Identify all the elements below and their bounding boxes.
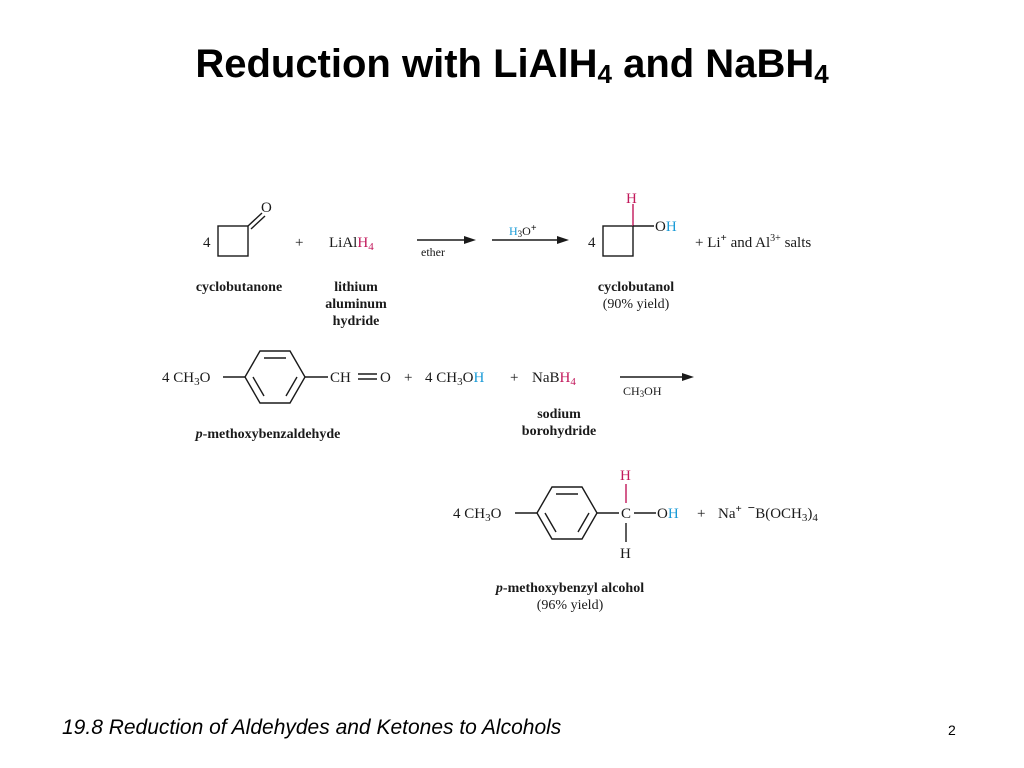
label-cyclobutanone: cyclobutanone <box>196 280 282 295</box>
ketone-oxygen: O <box>261 200 272 216</box>
reaction-2: 4 CH3O CH O + 4 CH3OH + NaBH4 <box>162 350 694 442</box>
methoxybenzyl-alcohol-structure: 4 CH3O H C OH H <box>453 468 679 562</box>
benzene-ring <box>244 350 306 404</box>
cyclobutanol-structure: 4 H OH <box>588 191 677 257</box>
svg-text:CH3OH: CH3OH <box>623 384 662 399</box>
reaction-scheme: 4 O + LiAlH4 ether H3O+ <box>162 191 818 613</box>
label-sodium: sodium <box>537 407 581 422</box>
arrow-ether: ether <box>417 236 476 259</box>
arrow-ch3oh: CH3OH <box>620 373 694 399</box>
label-borohydride: borohydride <box>522 424 596 439</box>
cyclobutane-ring-product <box>602 225 634 257</box>
plus-1: + <box>295 235 303 251</box>
coef-ketone: 4 <box>203 235 211 251</box>
carbonyl-bond-2 <box>250 215 266 230</box>
reaction-1: 4 O + LiAlH4 ether H3O+ <box>196 191 812 329</box>
label-hydride: hydride <box>333 314 380 329</box>
label-aluminum: aluminum <box>325 297 387 312</box>
arrow-label-ether: ether <box>421 245 445 259</box>
label-methoxybenzaldehyde: p-methoxybenzaldehyde <box>195 427 341 442</box>
yield-cyclobutanol: (90% yield) <box>603 297 670 312</box>
product2-carbon: C <box>621 506 631 522</box>
byproducts-salts: + Li+ and Al3+ salts <box>695 232 811 251</box>
svg-text:+ Li+ and Al3+ salts: + Li+ and Al3+ salts <box>695 232 811 251</box>
svg-text:H3O+: H3O+ <box>509 223 537 239</box>
label-cyclobutanol: cyclobutanol <box>598 280 674 295</box>
cyclobutanone-structure: 4 O <box>203 200 272 257</box>
yield-methoxybenzyl-alcohol: (96% yield) <box>537 598 604 613</box>
lialh4-formula: LiAlH4 <box>329 235 374 253</box>
svg-text:OH: OH <box>655 219 677 235</box>
plus-3: + <box>510 370 518 386</box>
svg-text:+: + <box>697 506 705 522</box>
methanol-formula: 4 CH3OH <box>425 370 484 388</box>
product2-bottom-h: H <box>620 546 631 562</box>
svg-text:4 CH3O: 4 CH3O <box>162 370 211 388</box>
svg-text:NaBH4: NaBH4 <box>532 370 576 388</box>
product-2: 4 CH3O H C OH H + Na+−B(OCH3)4 p-methoxy… <box>453 468 818 613</box>
svg-text:Na+−B(OCH3)4: Na+−B(OCH3)4 <box>718 500 818 524</box>
aldehyde-ch: CH <box>330 370 351 386</box>
carbonyl-bond <box>247 212 263 227</box>
slide-title: Reduction with LiAlH4 and NaBH4 <box>195 42 829 89</box>
page-number: 2 <box>948 722 956 738</box>
methoxybenzaldehyde-structure: 4 CH3O CH O <box>162 350 391 404</box>
product-hydride-h: H <box>626 191 637 207</box>
coef-product: 4 <box>588 235 596 251</box>
nabh4-formula: NaBH4 <box>532 370 576 388</box>
aldehyde-oxygen: O <box>380 370 391 386</box>
svg-text:4 CH3O: 4 CH3O <box>453 506 502 524</box>
svg-text:4 CH3OH: 4 CH3OH <box>425 370 484 388</box>
arrow-h3o: H3O+ <box>492 223 569 244</box>
label-methoxybenzyl-alcohol: p-methoxybenzyl alcohol <box>495 581 644 596</box>
product2-hydride-h: H <box>620 468 631 484</box>
benzene-ring-product <box>536 486 598 540</box>
svg-text:LiAlH4: LiAlH4 <box>329 235 374 253</box>
svg-text:OH: OH <box>657 506 679 522</box>
plus-2: + <box>404 370 412 386</box>
label-lithium: lithium <box>334 280 378 295</box>
footer-section-title: 19.8 Reduction of Aldehydes and Ketones … <box>62 716 562 739</box>
sodium-borate-byproduct: + Na+−B(OCH3)4 <box>697 500 818 524</box>
cyclobutane-ring <box>217 225 249 257</box>
